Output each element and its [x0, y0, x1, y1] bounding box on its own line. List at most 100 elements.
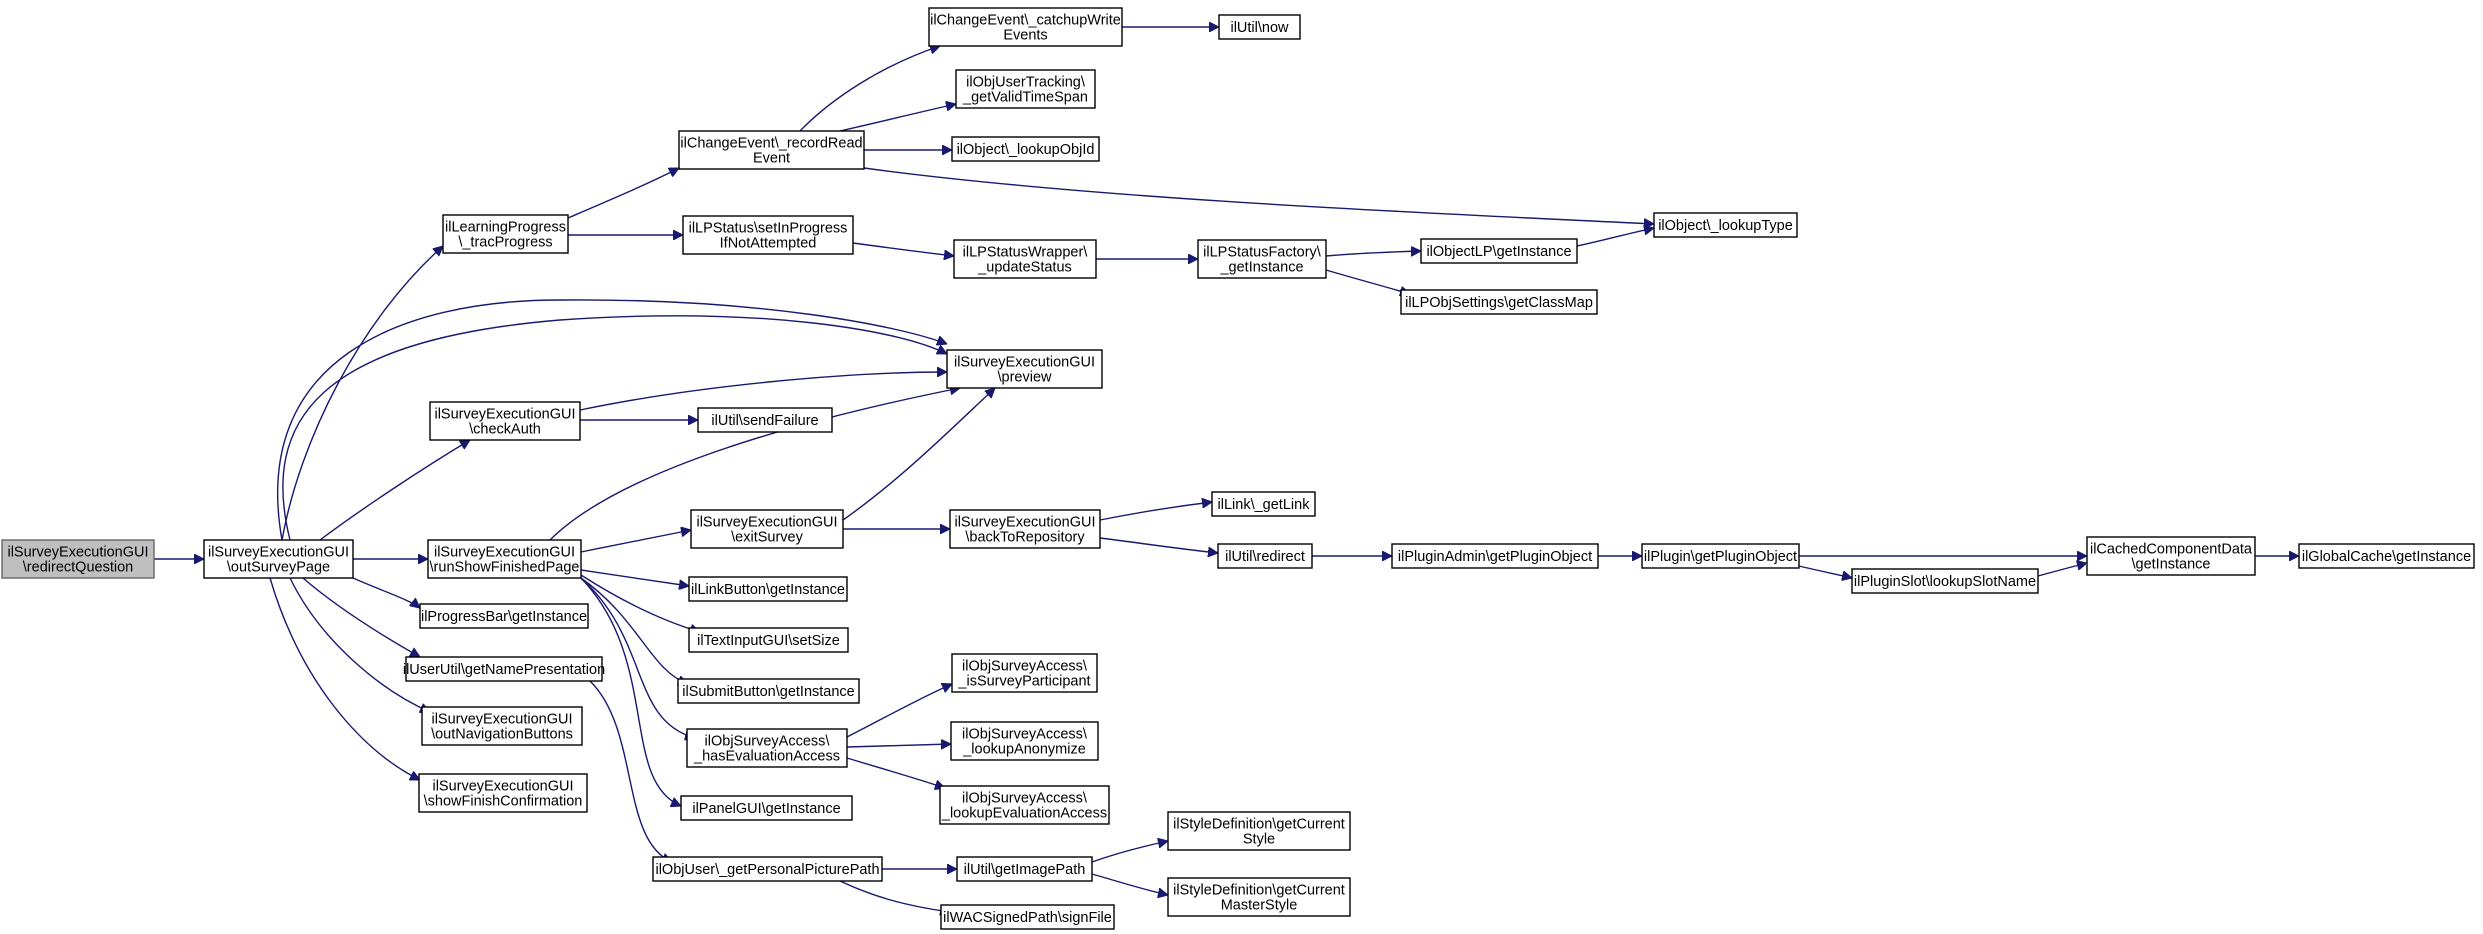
node-box	[951, 653, 1098, 693]
node-label: ilChangeEvent\_catchupWrite	[930, 13, 1121, 29]
node-label: ilObjectLP\getInstance	[1426, 244, 1571, 260]
node-box	[1420, 238, 1578, 264]
edge-n30-n31	[846, 684, 952, 738]
node-box	[953, 239, 1097, 279]
node-label: \showFinishConfirmation	[424, 794, 583, 810]
node-label: _isSurveyParticipant	[957, 674, 1090, 690]
node-n30[interactable]: ilObjSurveyAccess\_hasEvaluationAccess	[686, 728, 848, 768]
node-box	[1851, 568, 2039, 594]
node-label: ilLPStatusWrapper\	[963, 245, 1089, 261]
node-n10[interactable]: ilLPStatusWrapper\_updateStatus	[953, 239, 1097, 279]
node-n2[interactable]: ilLearningProgress\_tracProgress	[442, 214, 569, 254]
node-n36[interactable]: ilUserUtil\getNamePresentation	[403, 656, 605, 682]
node-n18[interactable]: ilSurveyExecutionGUI\exitSurvey	[690, 509, 844, 549]
node-n6[interactable]: ilObjUserTracking\_getValidTimeSpan	[955, 69, 1096, 109]
node-label: \_tracProgress	[458, 235, 552, 251]
node-n14[interactable]: ilSurveyExecutionGUI\preview	[946, 349, 1103, 389]
node-label: ilSurveyExecutionGUI	[431, 712, 572, 728]
edge-n3-n6	[839, 104, 956, 132]
node-box	[697, 407, 833, 433]
edge-n17-n28	[580, 574, 700, 632]
node-n11[interactable]: ilLPStatusFactory\_getInstance	[1197, 239, 1327, 279]
node-n22[interactable]: ilPluginAdmin\getPluginObject	[1391, 543, 1599, 569]
node-n25[interactable]: ilGlobalCache\getInstance	[2298, 543, 2475, 569]
node-box	[1167, 877, 1351, 917]
node-label: ilSurveyExecutionGUI	[696, 515, 837, 531]
node-label: \backToRepository	[965, 530, 1085, 546]
node-n43[interactable]: ilSurveyExecutionGUI\showFinishConfirmat…	[418, 773, 588, 813]
node-n16[interactable]: ilUtil\sendFailure	[697, 407, 833, 433]
node-label: \getInstance	[2132, 557, 2211, 573]
edge-n38-n39	[1091, 841, 1168, 863]
node-label: ilUtil\redirect	[1225, 549, 1305, 565]
edge-n1-n42	[289, 577, 430, 712]
node-box	[680, 795, 853, 821]
node-n42[interactable]: ilSurveyExecutionGUI\outNavigationButton…	[421, 706, 583, 746]
node-n37[interactable]: ilObjUser\_getPersonalPicturePath	[652, 856, 883, 882]
node-n5[interactable]: ilUtil\now	[1218, 14, 1301, 40]
node-n35[interactable]: ilProgressBar\getInstance	[419, 603, 589, 629]
node-label: ilSurveyExecutionGUI	[954, 515, 1095, 531]
node-n27[interactable]: ilLinkButton\getInstance	[688, 576, 848, 602]
edge-n30-n32	[846, 744, 951, 747]
node-label: \redirectQuestion	[23, 560, 133, 576]
node-label: Events	[1003, 28, 1047, 44]
node-label: _getInstance	[1219, 260, 1303, 276]
node-box	[1641, 543, 1800, 569]
node-n32[interactable]: ilObjSurveyAccess\_lookupAnonymize	[950, 721, 1099, 761]
node-n13[interactable]: ilLPObjSettings\getClassMap	[1400, 289, 1598, 315]
node-n24[interactable]: ilCachedComponentData\getInstance	[2086, 536, 2256, 576]
node-label: ilLPObjSettings\getClassMap	[1405, 295, 1593, 311]
node-n8[interactable]: ilObject\_lookupType	[1653, 212, 1798, 238]
node-label: ilTextInputGUI\setSize	[697, 633, 840, 649]
node-n1[interactable]: ilSurveyExecutionGUI\outSurveyPage	[203, 539, 354, 579]
edge-n1-n36	[302, 577, 420, 658]
node-n21[interactable]: ilUtil\redirect	[1217, 543, 1313, 569]
node-n12[interactable]: ilObjectLP\getInstance	[1420, 238, 1578, 264]
node-n20[interactable]: ilLink\_getLink	[1211, 491, 1316, 517]
node-box	[1653, 212, 1798, 238]
node-label: ilObjSurveyAccess\	[962, 791, 1088, 807]
node-box	[946, 349, 1103, 389]
node-n17[interactable]: ilSurveyExecutionGUI\runShowFinishedPage	[427, 539, 582, 579]
node-label: ilChangeEvent\_recordRead	[680, 136, 862, 152]
node-label: ilPluginAdmin\getPluginObject	[1398, 549, 1592, 565]
node-n15[interactable]: ilSurveyExecutionGUI\checkAuth	[429, 401, 581, 441]
node-box	[203, 539, 354, 579]
node-label: ilSurveyExecutionGUI	[208, 545, 349, 561]
node-n19[interactable]: ilSurveyExecutionGUI\backToRepository	[949, 509, 1101, 549]
node-n33[interactable]: ilObjSurveyAccess\_lookupEvaluationAcces…	[939, 785, 1110, 825]
node-n29[interactable]: ilSubmitButton\getInstance	[677, 678, 860, 704]
node-n0[interactable]: ilSurveyExecutionGUI\redirectQuestion	[1, 539, 155, 579]
edge-n11-n13	[1325, 269, 1410, 294]
node-box	[690, 509, 844, 549]
node-label: ilLearningProgress	[445, 220, 566, 236]
node-label: Event	[753, 151, 790, 167]
node-n38[interactable]: ilUtil\getImagePath	[956, 856, 1093, 882]
node-n31[interactable]: ilObjSurveyAccess\_isSurveyParticipant	[951, 653, 1098, 693]
edge-n19-n21	[1099, 537, 1218, 553]
node-box	[678, 130, 865, 170]
node-n34[interactable]: ilPanelGUI\getInstance	[680, 795, 853, 821]
edge-n38-n40	[1091, 873, 1168, 895]
node-n41[interactable]: ilWACSignedPath\signFile	[940, 904, 1115, 930]
node-label: ilObjSurveyAccess\	[962, 659, 1088, 675]
node-n26[interactable]: ilPluginSlot\lookupSlotName	[1851, 568, 2039, 594]
node-n28[interactable]: ilTextInputGUI\setSize	[688, 627, 849, 653]
node-label: ilCachedComponentData	[2090, 542, 2253, 558]
node-label: ilUserUtil\getNamePresentation	[403, 662, 605, 678]
node-box	[442, 214, 569, 254]
node-box	[951, 136, 1100, 162]
node-box	[688, 576, 848, 602]
node-n23[interactable]: ilPlugin\getPluginObject	[1641, 543, 1800, 569]
node-label: _getValidTimeSpan	[962, 90, 1088, 106]
node-box	[2298, 543, 2475, 569]
node-label: ilSurveyExecutionGUI	[434, 545, 575, 561]
node-n7[interactable]: ilObject\_lookupObjId	[951, 136, 1100, 162]
